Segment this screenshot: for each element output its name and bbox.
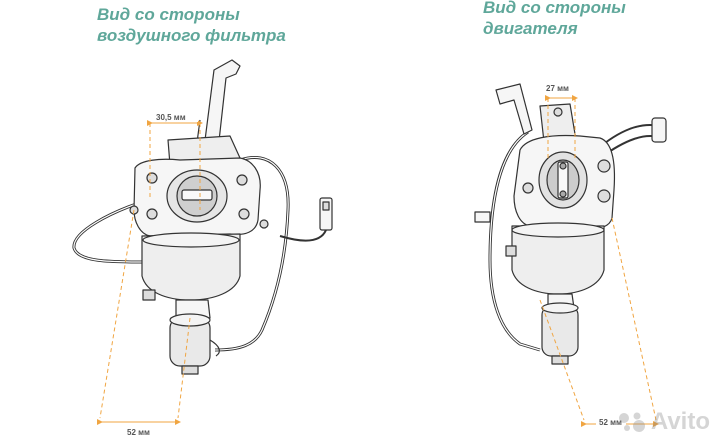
dimension-lines-right [539,95,659,427]
caption-left-line2: воздушного фильтра [97,26,286,45]
dim-label-bg-left-bottom [120,427,160,437]
watermark-text: Avito [650,408,710,435]
avito-logo-icon [618,412,645,432]
caption-left-line1: Вид со стороны [97,5,240,24]
caption-right-line2: двигателя [483,19,578,38]
avito-watermark: Avito [617,408,710,436]
dim-label-left-top: 30,5 мм [156,113,186,122]
dim-label-bg-left-top [152,112,198,122]
caption-engine-side: Вид со стороны двигателя [483,0,626,39]
carburetor-left-view [72,59,333,375]
dim-label-bg-right-top [543,83,577,93]
caption-air-filter-side: Вид со стороны воздушного фильтра [97,4,286,46]
caption-right-line1: Вид со стороны [483,0,626,17]
dim-label-right-top: 27 мм [546,84,569,93]
dim-label-right-bottom: 52 мм [599,418,622,427]
dim-label-left-bottom: 52 мм [127,428,150,437]
dim-label-bg-right-bottom [596,416,626,428]
dimension-lines-left [97,120,203,425]
carburetor-right-view [474,83,667,365]
